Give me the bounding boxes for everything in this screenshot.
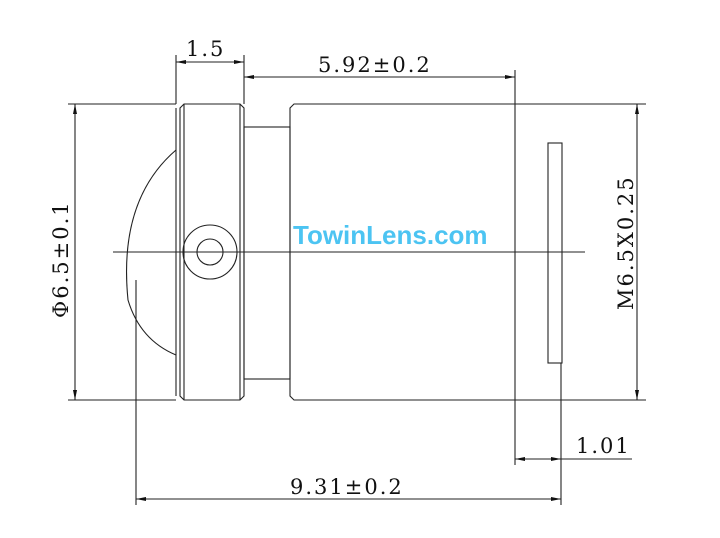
dim-label: 9.31±0.2 <box>290 475 404 499</box>
dim-thread: M6.5X0.25 <box>515 103 646 401</box>
watermark: TowinLens.com <box>293 220 488 250</box>
dim-outer-diameter: Φ6.5±0.1 <box>49 103 176 401</box>
dim-barrel-length: 5.92±0.2 <box>244 53 516 104</box>
dim-label: 1.5 <box>186 37 225 61</box>
dim-ring-width: 1.5 <box>175 37 245 104</box>
dim-label: 1.01 <box>576 434 631 458</box>
dim-total-length: 9.31±0.2 <box>135 280 561 505</box>
dim-label: 5.92±0.2 <box>318 53 432 77</box>
neck <box>243 126 291 380</box>
dim-label: M6.5X0.25 <box>614 175 638 310</box>
dim-label: Φ6.5±0.1 <box>49 200 73 318</box>
sensor-plate <box>547 142 563 364</box>
dim-back-focus: 1.01 <box>514 363 632 505</box>
lens-dome <box>125 149 177 356</box>
